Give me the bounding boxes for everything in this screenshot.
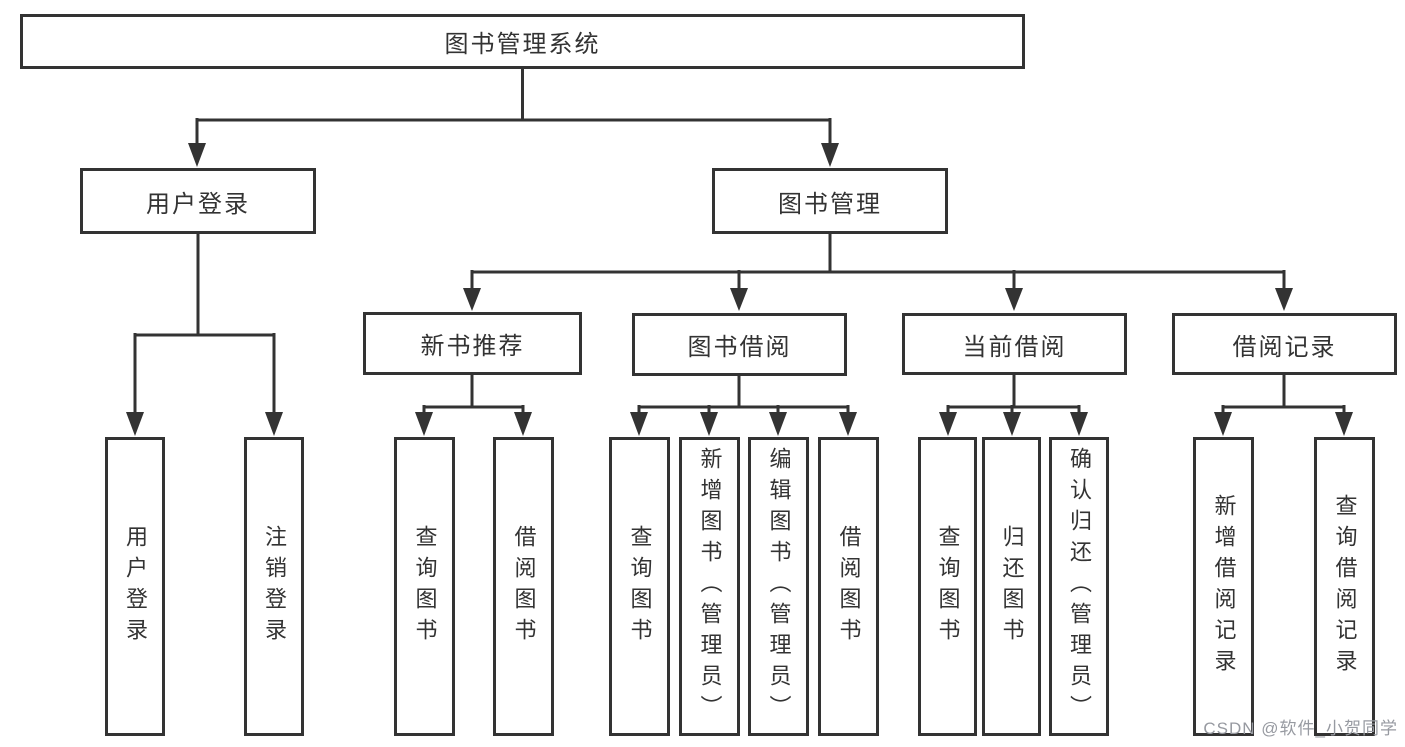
edge-userlogin-to-leaves xyxy=(126,234,283,436)
node-borrow-records: 借阅记录 xyxy=(1172,313,1397,375)
node-new-book-recommend: 新书推荐 xyxy=(363,312,582,375)
leaf-borrow-books: 借阅图书 xyxy=(818,437,879,736)
leaf-user-login: 用户登录 xyxy=(105,437,165,736)
leaf-confirm-return-admin: 确认归还（管理员） xyxy=(1049,437,1109,736)
leaf-query-books-borrow: 查询图书 xyxy=(609,437,670,736)
leaf-add-books-admin: 新增图书（管理员） xyxy=(679,437,740,736)
node-user-login: 用户登录 xyxy=(80,168,316,234)
edge-bookmgmt-to-level3 xyxy=(463,234,1293,311)
watermark: CSDN @软件_小贺同学 xyxy=(1203,719,1398,738)
edge-records-to-leaves xyxy=(1214,375,1353,436)
node-current-borrow: 当前借阅 xyxy=(902,313,1127,375)
leaf-query-books-current: 查询图书 xyxy=(918,437,977,736)
leaf-borrow-books-recommend: 借阅图书 xyxy=(493,437,554,736)
edge-newbooks-to-leaves xyxy=(415,375,532,436)
leaf-edit-books-admin: 编辑图书（管理员） xyxy=(748,437,809,736)
leaf-logout: 注销登录 xyxy=(244,437,304,736)
node-root-library-system: 图书管理系统 xyxy=(20,14,1025,69)
edge-current-to-leaves xyxy=(939,375,1088,436)
node-book-borrow: 图书借阅 xyxy=(632,313,847,376)
leaf-return-books: 归还图书 xyxy=(982,437,1041,736)
leaf-add-borrow-record: 新增借阅记录 xyxy=(1193,437,1254,736)
node-book-management: 图书管理 xyxy=(712,168,948,234)
edge-borrow-to-leaves xyxy=(630,376,857,436)
leaf-query-books-recommend: 查询图书 xyxy=(394,437,455,736)
edge-root-to-level2 xyxy=(188,68,839,167)
leaf-query-borrow-record: 查询借阅记录 xyxy=(1314,437,1375,736)
